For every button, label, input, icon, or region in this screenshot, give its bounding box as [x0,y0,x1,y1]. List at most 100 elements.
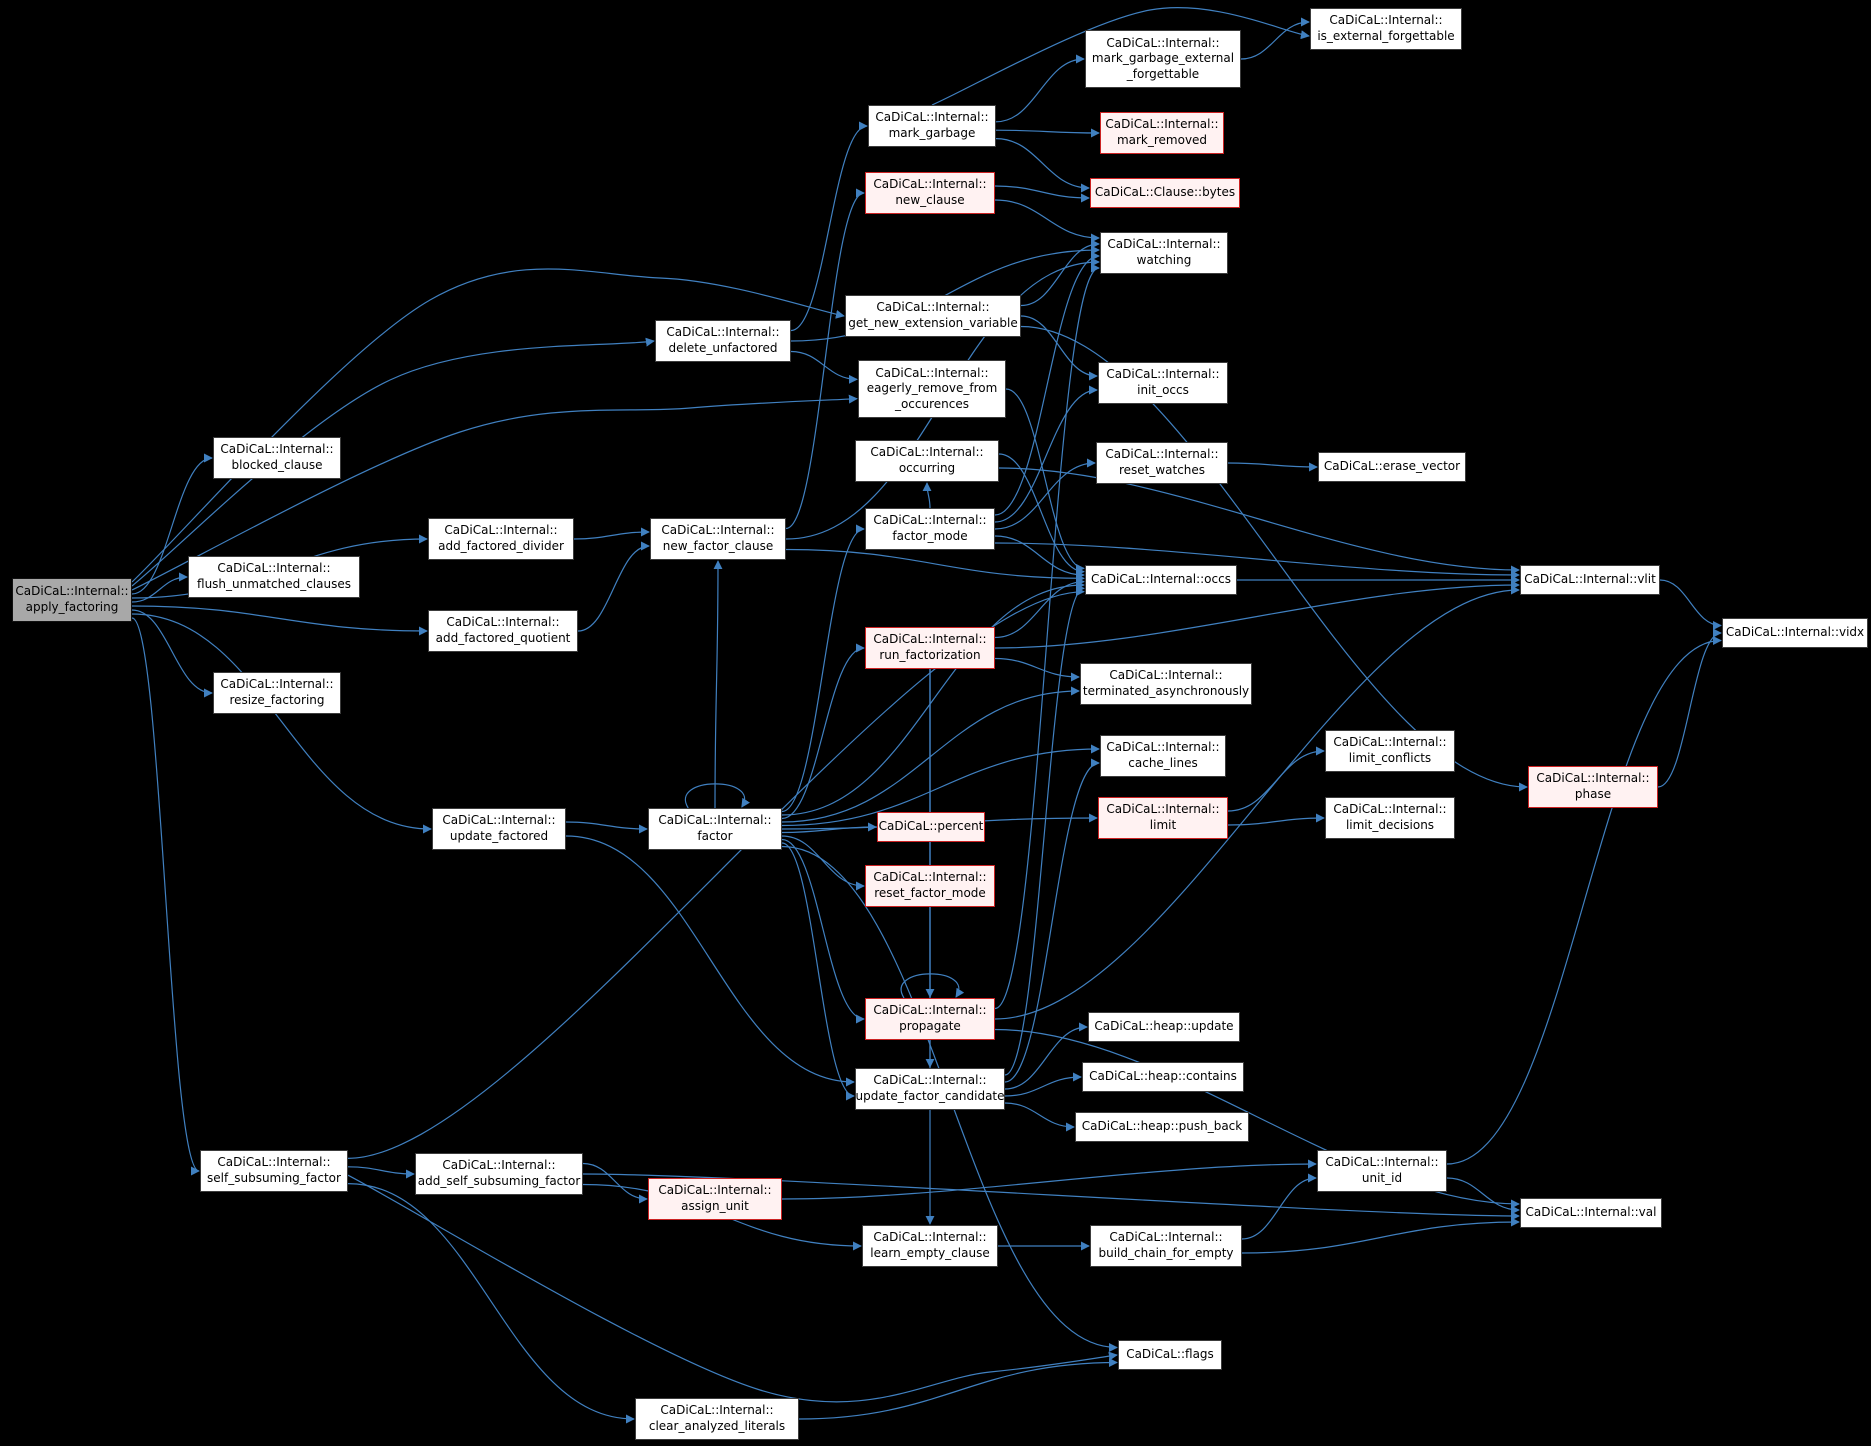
node-add_self_subsuming_factor[interactable]: CaDiCaL::Internal::add_self_subsuming_fa… [415,1153,583,1195]
node-label-line: CaDiCaL::Internal::vlit [1524,572,1656,587]
node-erase_vector[interactable]: CaDiCaL::erase_vector [1318,452,1466,482]
node-label-line: CaDiCaL::Internal:: [873,870,987,885]
node-occs[interactable]: CaDiCaL::Internal::occs [1085,565,1237,595]
edge-factor-update_factor_candidate [781,842,855,1101]
node-label-line: limit_decisions [1345,818,1435,832]
node-flags[interactable]: CaDiCaL::flags [1118,1340,1222,1370]
node-mark_garbage[interactable]: CaDiCaL::Internal::mark_garbage [868,105,996,147]
node-label-line: new_clause [895,193,965,207]
node-learn_empty_clause[interactable]: CaDiCaL::Internal::learn_empty_clause [862,1225,998,1267]
node-val[interactable]: CaDiCaL::Internal::val [1520,1198,1662,1228]
node-heap_contains[interactable]: CaDiCaL::heap::contains [1082,1062,1244,1092]
node-label-line: phase [1574,787,1612,801]
edge-factor_mode-reset_watches [994,458,1096,530]
node-flush_unmatched_clauses[interactable]: CaDiCaL::Internal::flush_unmatched_claus… [188,556,360,598]
node-add_factored_quotient[interactable]: CaDiCaL::Internal::add_factored_quotient [428,610,578,652]
node-mark_removed[interactable]: CaDiCaL::Internal::mark_removed [1100,112,1224,154]
node-build_chain_for_empty[interactable]: CaDiCaL::Internal::build_chain_for_empty [1090,1225,1242,1267]
node-label-line: CaDiCaL::Internal:: [1106,35,1220,50]
edge-apply_factoring-update_factored [131,613,432,834]
node-clause_bytes[interactable]: CaDiCaL::Clause::bytes [1090,178,1240,208]
node-get_new_extension_variable[interactable]: CaDiCaL::Internal::get_new_extension_var… [845,295,1021,337]
node-label-line: CaDiCaL::Internal:: [873,1073,987,1088]
node-label-line: propagate [899,1019,961,1033]
node-add_factored_divider[interactable]: CaDiCaL::Internal::add_factored_divider [428,518,574,560]
node-update_factor_candidate[interactable]: CaDiCaL::Internal::update_factor_candida… [855,1068,1005,1110]
node-phase[interactable]: CaDiCaL::Internal::phase [1528,766,1658,808]
node-label-line: CaDiCaL::Internal:: [661,523,775,538]
node-percent[interactable]: CaDiCaL::percent [877,812,985,842]
edge-propagate-vlit [994,585,1520,1020]
edge-new_clause-watching [994,199,1100,243]
node-new_clause[interactable]: CaDiCaL::Internal::new_clause [865,172,995,214]
node-label-line: eagerly_remove_from [866,381,998,396]
node-blocked_clause[interactable]: CaDiCaL::Internal::blocked_clause [213,437,341,479]
node-label-line: get_new_extension_variable [848,316,1018,330]
edge-propagate-propagate [900,973,965,999]
node-label-line: CaDiCaL::Internal:: [220,677,334,692]
node-delete_unfactored[interactable]: CaDiCaL::Internal::delete_unfactored [655,320,791,362]
node-label-line: CaDiCaL::Internal:: [1109,668,1223,683]
node-label-line: CaDiCaL::Internal:: [444,523,558,538]
node-limit_conflicts[interactable]: CaDiCaL::Internal::limit_conflicts [1325,730,1455,772]
edge-factor-cache_lines [781,744,1100,827]
edge-self_subsuming_factor-occs [347,587,1085,1159]
edge-factor_mode-watching [994,251,1100,516]
edge-add_self_subsuming_factor-val [582,1173,1520,1221]
node-init_occs[interactable]: CaDiCaL::Internal::init_occs [1098,362,1228,404]
node-clear_analyzed_literals[interactable]: CaDiCaL::Internal::clear_analyzed_litera… [635,1398,799,1440]
node-label-line: apply_factoring [25,600,119,614]
node-heap_push_back[interactable]: CaDiCaL::heap::push_back [1075,1112,1249,1142]
node-label-line: CaDiCaL::Internal:: [873,1003,987,1018]
edge-get_new_extension_variable-phase [1020,325,1528,792]
node-occurring[interactable]: CaDiCaL::Internal::occurring [855,440,999,482]
node-label-line: CaDiCaL::Internal:: [1333,802,1447,817]
edge-assign_unit-unit_id [781,1159,1317,1200]
node-label-line: CaDiCaL::Internal:: [873,632,987,647]
edge-apply_factoring-blocked_clause [131,453,213,595]
node-label-line: CaDiCaL::erase_vector [1323,459,1461,474]
node-factor[interactable]: CaDiCaL::Internal::factor [648,808,782,850]
node-label-line: CaDiCaL::Internal:: [446,615,560,630]
node-cache_lines[interactable]: CaDiCaL::Internal::cache_lines [1100,735,1226,777]
edge-self_subsuming_factor-flags [347,1174,1118,1403]
node-unit_id[interactable]: CaDiCaL::Internal::unit_id [1317,1150,1447,1192]
edge-mark_garbage-mark_garbage_external_forgettable [995,54,1085,123]
node-label-line: CaDiCaL::Internal:: [1536,771,1650,786]
node-label-line: clear_analyzed_literals [648,1419,786,1433]
edge-eagerly_remove_from_occurences-occs [1005,388,1085,573]
node-limit[interactable]: CaDiCaL::Internal::limit [1098,797,1228,839]
node-mark_garbage_external_forgettable[interactable]: CaDiCaL::Internal::mark_garbage_external… [1085,30,1241,88]
node-propagate[interactable]: CaDiCaL::Internal::propagate [865,998,995,1040]
node-heap_update[interactable]: CaDiCaL::heap::update [1088,1012,1240,1042]
node-self_subsuming_factor[interactable]: CaDiCaL::Internal::self_subsuming_factor [200,1150,348,1192]
node-apply_factoring[interactable]: CaDiCaL::Internal::apply_factoring [12,578,132,622]
node-vidx[interactable]: CaDiCaL::Internal::vidx [1722,618,1868,648]
node-new_factor_clause[interactable]: CaDiCaL::Internal::new_factor_clause [650,518,786,560]
node-reset_watches[interactable]: CaDiCaL::Internal::reset_watches [1096,442,1228,484]
node-label-line: CaDiCaL::Internal:: [1109,1230,1223,1245]
node-assign_unit[interactable]: CaDiCaL::Internal::assign_unit [648,1178,782,1220]
node-label-line: CaDiCaL::Internal:: [220,442,334,457]
node-vlit[interactable]: CaDiCaL::Internal::vlit [1520,565,1660,595]
node-is_external_forgettable[interactable]: CaDiCaL::Internal::is_external_forgettab… [1310,8,1462,50]
node-label-line: CaDiCaL::Internal:: [873,513,987,528]
edge-phase-vidx [1657,628,1722,788]
node-limit_decisions[interactable]: CaDiCaL::Internal::limit_decisions [1325,797,1455,839]
node-label-line: CaDiCaL::Internal:: [1106,367,1220,382]
edge-add_factored_quotient-new_factor_clause [577,541,650,632]
node-reset_factor_mode[interactable]: CaDiCaL::Internal::reset_factor_mode [865,865,995,907]
node-factor_mode[interactable]: CaDiCaL::Internal::factor_mode [865,508,995,550]
node-label-line: update_factored [449,829,549,843]
node-watching[interactable]: CaDiCaL::Internal::watching [1100,232,1228,274]
node-update_factored[interactable]: CaDiCaL::Internal::update_factored [432,808,566,850]
node-terminated_asynchronously[interactable]: CaDiCaL::Internal::terminated_asynchrono… [1080,663,1252,705]
node-label-line: watching [1136,253,1192,267]
node-run_factorization[interactable]: CaDiCaL::Internal::run_factorization [865,627,995,669]
edge-propagate-val [994,1028,1520,1209]
node-eagerly_remove_from_occurences[interactable]: CaDiCaL::Internal::eagerly_remove_from_o… [858,360,1006,418]
node-resize_factoring[interactable]: CaDiCaL::Internal::resize_factoring [213,672,341,714]
node-label-line: update_factor_candidate [855,1089,1005,1103]
node-label-line: CaDiCaL::Internal:: [658,1183,772,1198]
